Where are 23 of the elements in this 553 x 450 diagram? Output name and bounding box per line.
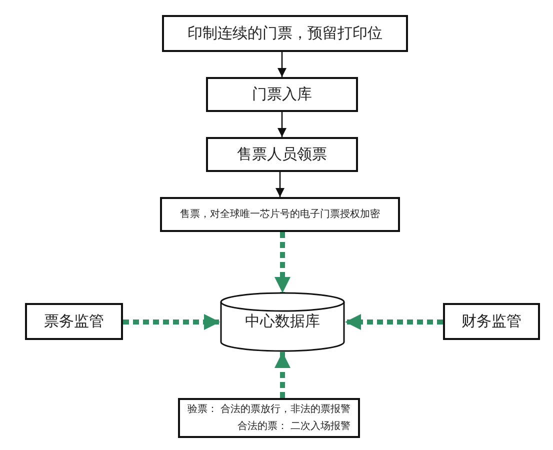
box-text: 财务监管 (462, 310, 522, 332)
box-text: 票务监管 (44, 310, 104, 332)
arrow (345, 314, 443, 330)
box-text: 合法的票： 二次入场报警 (237, 420, 351, 434)
arrow (274, 232, 290, 293)
box-text: 售票，对全球唯一芯片号的电子门票授权加密 (180, 208, 380, 222)
process-box (178, 398, 360, 438)
box-text: 门票入库 (252, 84, 312, 105)
process-box (206, 77, 358, 112)
process-box (443, 303, 540, 340)
box-text: 印制连续的门票，预留打印位 (188, 22, 382, 44)
arrow (278, 112, 286, 137)
box-text: 中心数据库 (245, 311, 320, 332)
process-box (162, 15, 408, 52)
arrow (274, 352, 290, 398)
arrow (123, 314, 220, 330)
box-text: 售票人员领票 (237, 144, 327, 165)
process-box (160, 197, 400, 232)
box-text: 验票： 合法的票放行，非法的票报警 (187, 402, 351, 417)
process-box (25, 303, 123, 340)
process-box (206, 137, 358, 172)
arrow (278, 52, 286, 77)
arrow (276, 172, 284, 197)
